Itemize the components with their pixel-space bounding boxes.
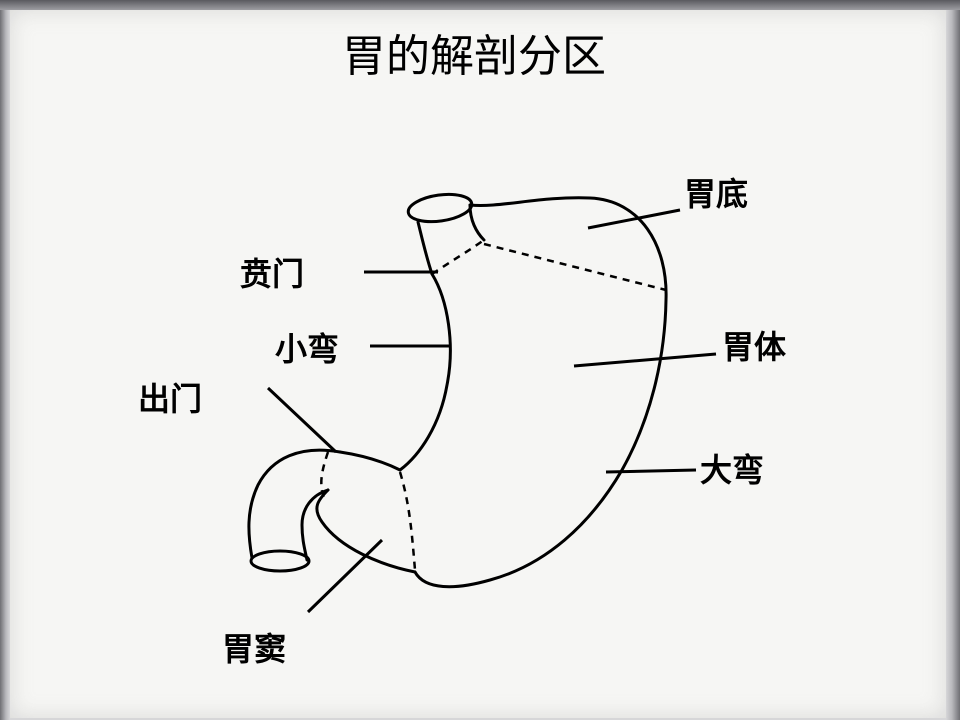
leader-pylorus: [266, 386, 338, 454]
leader-lines: [266, 208, 717, 614]
antrum-boundary: [398, 471, 417, 571]
leader-antrum: [306, 538, 384, 614]
label-greater-curvature: 大弯: [700, 451, 764, 489]
label-fundus: 胃底: [684, 175, 748, 213]
leader-greater-curvature: [605, 468, 697, 474]
paper-sheet: [10, 10, 946, 718]
label-pylorus: 出门: [138, 380, 202, 418]
label-antrum: 胃窦: [222, 630, 286, 668]
cardia-boundary: [431, 238, 485, 276]
pylorus-boundary-1: [320, 451, 330, 501]
leader-fundus: [587, 208, 681, 230]
leader-body: [573, 352, 717, 368]
stomach-outline: [247, 192, 668, 589]
label-lesser-curvature: 小弯: [275, 330, 339, 368]
label-body: 胃体: [722, 328, 786, 366]
boundary-lines: [320, 238, 667, 571]
page-title: 胃的解剖分区: [342, 31, 606, 82]
fundus-body-boundary: [483, 242, 667, 292]
label-cardia: 贲门: [240, 255, 304, 293]
top-edge: [0, 0, 960, 10]
